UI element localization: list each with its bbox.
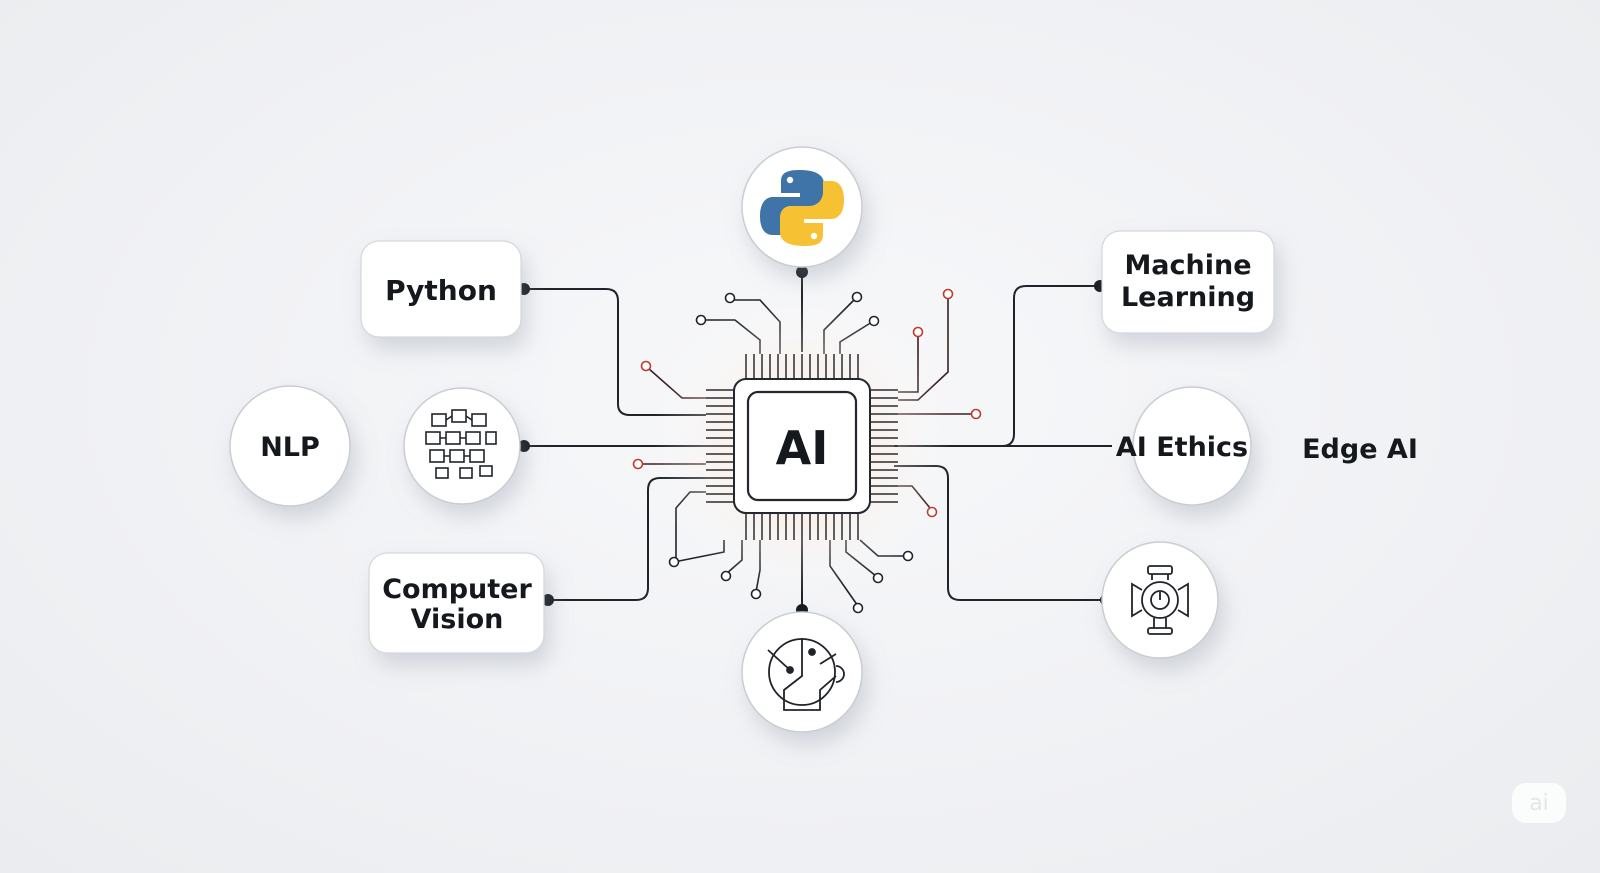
python-logo-icon	[760, 170, 844, 246]
power-device-icon	[1131, 565, 1189, 635]
computer-vision-label-line2: Vision	[411, 604, 504, 635]
dot-left-icon	[518, 440, 530, 452]
node-left-circuit[interactable]	[403, 387, 521, 505]
chip-inner	[746, 390, 858, 502]
machine-learning-label-line1: Machine	[1124, 250, 1251, 281]
watermark-text: ai	[1529, 790, 1549, 816]
edge-ai-label[interactable]: Edge AI	[1302, 434, 1418, 465]
dot-computer-vision	[542, 594, 554, 606]
nlp-label: NLP	[260, 432, 320, 463]
node-python[interactable]	[360, 240, 522, 338]
ai-ethics-label: AI Ethics	[1116, 432, 1248, 463]
computer-vision-label-line1: Computer	[382, 574, 532, 605]
node-nlp[interactable]	[229, 385, 351, 507]
python-label: Python	[385, 274, 497, 307]
node-computer-vision[interactable]	[368, 552, 545, 654]
chip-label: AI	[776, 421, 829, 475]
connector-computer-vision	[548, 477, 706, 601]
ai-chip[interactable]: AI	[733, 378, 871, 514]
dot-top-icon	[796, 266, 808, 278]
robot-arm-icon	[767, 638, 845, 711]
node-machine-learning[interactable]	[1101, 230, 1275, 334]
connector-python	[524, 288, 706, 416]
machine-learning-label-line2: Learning	[1121, 282, 1255, 313]
neural-circuit-icon	[425, 409, 497, 479]
chip-pins	[706, 354, 898, 540]
watermark-badge: ai	[1512, 783, 1566, 823]
node-ai-ethics[interactable]	[1132, 386, 1252, 506]
